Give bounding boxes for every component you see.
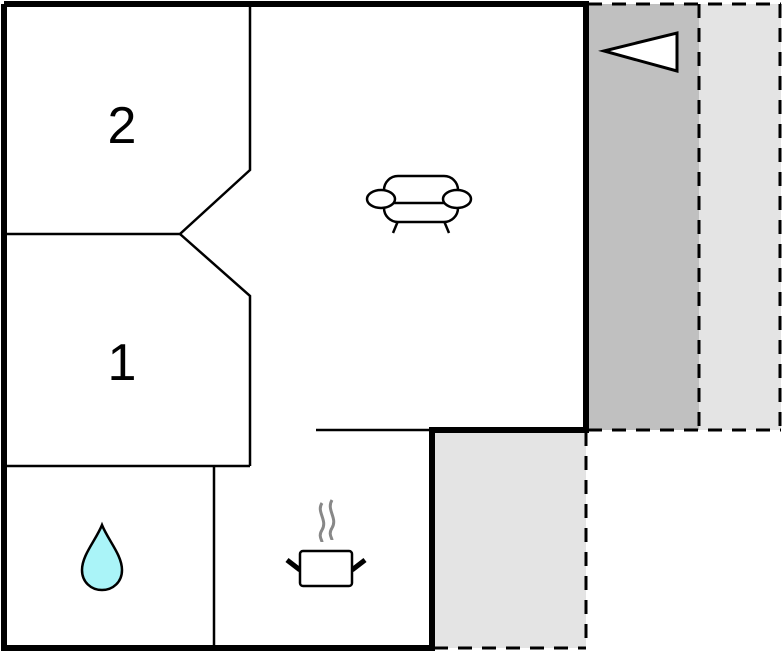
covered-terrace: [588, 4, 699, 430]
terrace-outline: [434, 2, 782, 650]
room-label-1: 1: [108, 334, 137, 392]
north-arrow-icon: [598, 31, 679, 73]
terrace-east: [699, 4, 781, 430]
sofa-icon: [365, 174, 473, 234]
cooking-pot-icon: [285, 499, 367, 588]
terrace-south: [434, 432, 586, 648]
room-label-2: 2: [108, 97, 137, 155]
water-drop-icon: [80, 521, 124, 592]
interior-walls: [4, 4, 432, 648]
